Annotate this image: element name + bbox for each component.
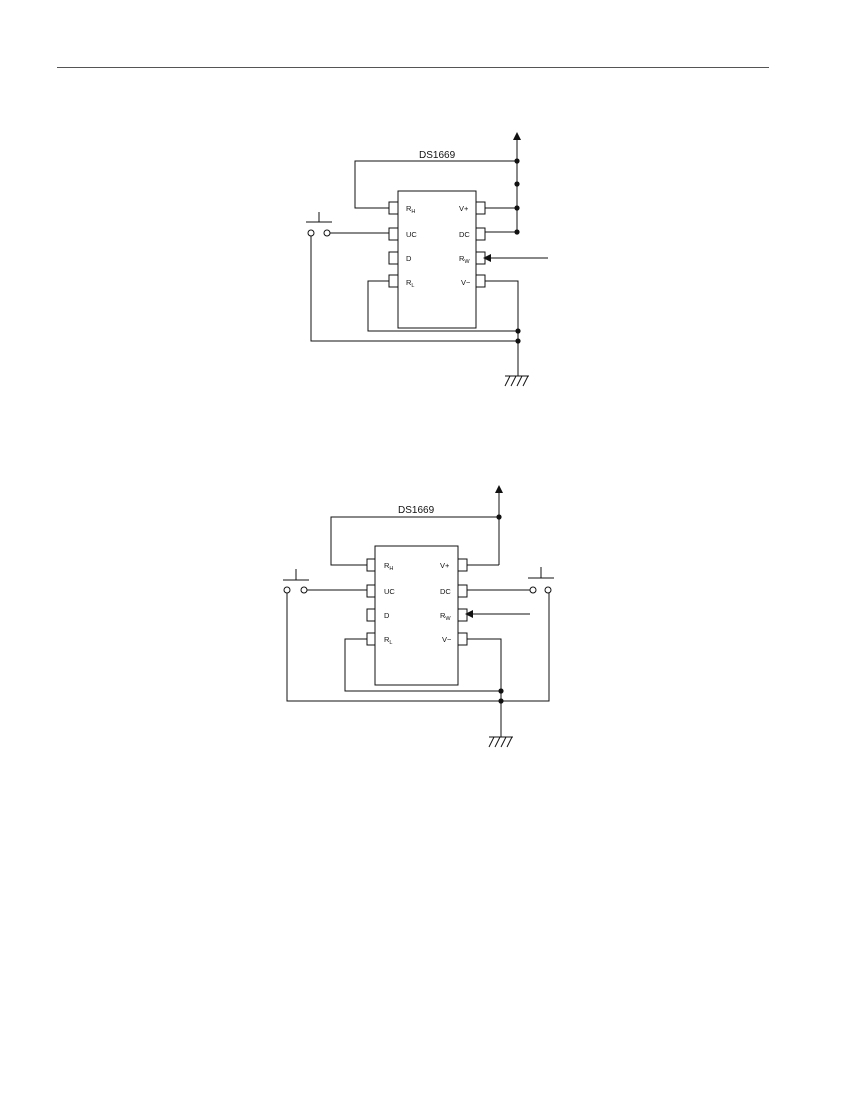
pin-rh bbox=[388, 201, 399, 215]
pin-label-dc: DC bbox=[440, 587, 451, 596]
switch-contact bbox=[544, 586, 552, 594]
pin-label-vminus: V− bbox=[461, 278, 471, 287]
wire-vminus-ground bbox=[467, 638, 502, 737]
pin-label-rw: RW bbox=[440, 611, 451, 622]
wire-vminus-ground bbox=[485, 280, 519, 376]
pin-label-rl: RL bbox=[384, 635, 392, 646]
page-header-rule bbox=[57, 67, 769, 68]
pin-label-vplus: V+ bbox=[440, 561, 450, 570]
pin-label-d: D bbox=[406, 254, 412, 263]
pin-vminus bbox=[457, 632, 468, 646]
pin-label-uc: UC bbox=[406, 230, 417, 239]
pin-label-rw: RW bbox=[459, 254, 470, 265]
pin-rl bbox=[366, 632, 376, 646]
ground-icon bbox=[488, 736, 513, 748]
pin-rw bbox=[475, 251, 486, 265]
circuit-1 bbox=[306, 132, 548, 387]
pin-label-rh: RH bbox=[406, 204, 415, 215]
pin-label-vplus: V+ bbox=[459, 204, 469, 213]
wire-rh-to-vcc bbox=[354, 160, 517, 209]
junction-dots bbox=[496, 514, 504, 704]
chip-title: DS1669 bbox=[419, 150, 456, 161]
junction-dots bbox=[514, 158, 521, 344]
switch-contact bbox=[323, 229, 331, 237]
wire-switch-ground bbox=[310, 236, 518, 342]
wire-switch-ground bbox=[286, 593, 550, 702]
pin-vplus bbox=[475, 201, 486, 215]
pin-d bbox=[366, 608, 376, 622]
pin-label-uc: UC bbox=[384, 587, 395, 596]
ic-chip-body bbox=[397, 190, 477, 329]
switch-contact bbox=[300, 586, 308, 594]
wire-rl-ground bbox=[367, 280, 518, 332]
switch-contact bbox=[307, 229, 315, 237]
pin-dc bbox=[457, 584, 468, 598]
pin-vplus bbox=[457, 558, 468, 572]
pin-label-vminus: V− bbox=[442, 635, 452, 644]
circuit-2 bbox=[283, 485, 554, 748]
pin-label-d: D bbox=[384, 611, 390, 620]
pin-label-dc: DC bbox=[459, 230, 470, 239]
pin-rl bbox=[388, 274, 399, 288]
pin-label-rh: RH bbox=[384, 561, 393, 572]
ic-chip-body bbox=[374, 545, 459, 686]
ground-icon bbox=[504, 375, 529, 387]
chip-title: DS1669 bbox=[398, 505, 435, 516]
pin-rh bbox=[366, 558, 376, 572]
wire-rl-ground bbox=[344, 638, 501, 692]
pin-d bbox=[388, 251, 399, 265]
pin-uc bbox=[366, 584, 376, 598]
pin-rw bbox=[457, 608, 468, 622]
wire-rh-to-vcc bbox=[330, 516, 499, 566]
pin-uc bbox=[388, 227, 399, 241]
switch-contact bbox=[283, 586, 291, 594]
pin-vminus bbox=[475, 274, 486, 288]
pin-label-rl: RL bbox=[406, 278, 414, 289]
pin-dc bbox=[475, 227, 486, 241]
switch-contact bbox=[529, 586, 537, 594]
